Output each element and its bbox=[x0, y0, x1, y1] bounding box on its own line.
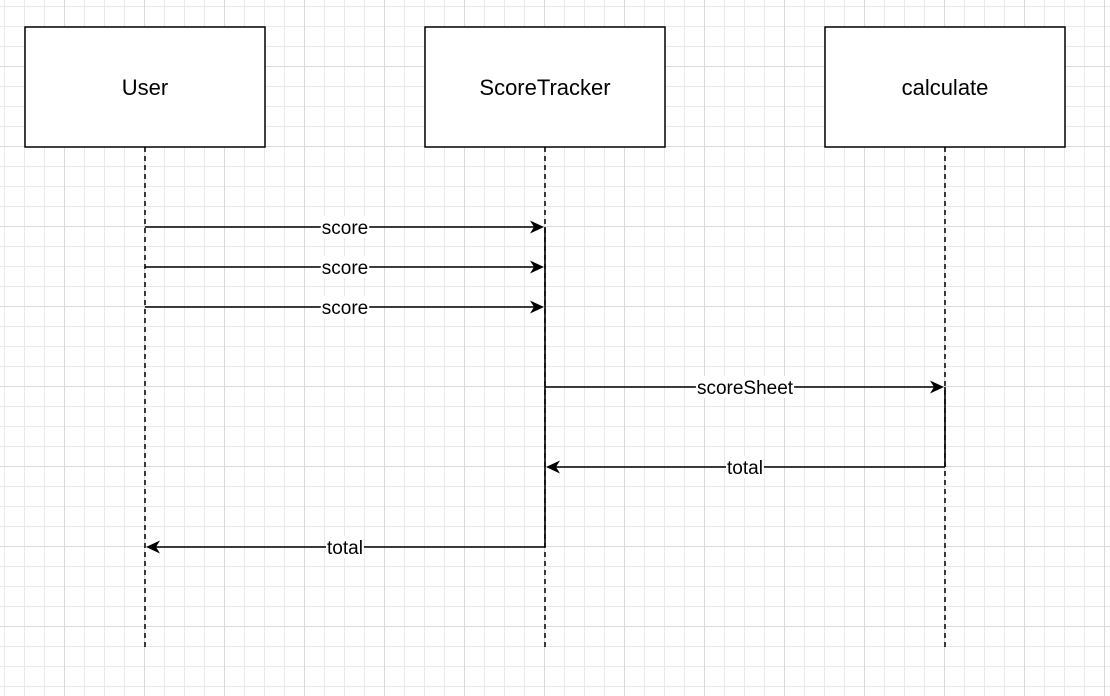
message-label: score bbox=[322, 298, 368, 319]
participant-label: calculate bbox=[902, 75, 989, 100]
arrowhead-icon bbox=[146, 540, 160, 554]
message-label-background bbox=[695, 376, 795, 398]
message-label-background bbox=[726, 456, 764, 478]
message-label: total bbox=[727, 458, 763, 479]
message-label: score bbox=[322, 258, 368, 279]
participant-label: ScoreTracker bbox=[479, 75, 610, 100]
participant-box[interactable] bbox=[824, 26, 1066, 148]
participant-box[interactable] bbox=[424, 26, 666, 148]
message-label: total bbox=[327, 538, 363, 559]
arrowhead-icon bbox=[930, 380, 944, 394]
message-4[interactable]: scoreSheet bbox=[545, 376, 944, 399]
message-3[interactable]: score bbox=[145, 296, 544, 319]
message-label-background bbox=[320, 256, 370, 278]
participant-calc[interactable]: calculate bbox=[824, 26, 1066, 148]
message-label: score bbox=[322, 218, 368, 239]
participant-user[interactable]: User bbox=[24, 26, 266, 148]
participant-box[interactable] bbox=[24, 26, 266, 148]
message-label-background bbox=[326, 536, 364, 558]
message-6[interactable]: total bbox=[146, 536, 545, 559]
participant-tracker[interactable]: ScoreTracker bbox=[424, 26, 666, 148]
arrowhead-icon bbox=[530, 300, 544, 314]
message-label-background bbox=[320, 296, 370, 318]
arrowhead-icon bbox=[530, 260, 544, 274]
participant-label: User bbox=[122, 75, 168, 100]
message-label: scoreSheet bbox=[697, 378, 794, 399]
message-label-background bbox=[320, 216, 370, 238]
arrowhead-icon bbox=[546, 460, 560, 474]
arrowhead-icon bbox=[530, 220, 544, 234]
message-1[interactable]: score bbox=[145, 216, 544, 239]
message-2[interactable]: score bbox=[145, 256, 544, 279]
message-5[interactable]: total bbox=[546, 456, 945, 479]
